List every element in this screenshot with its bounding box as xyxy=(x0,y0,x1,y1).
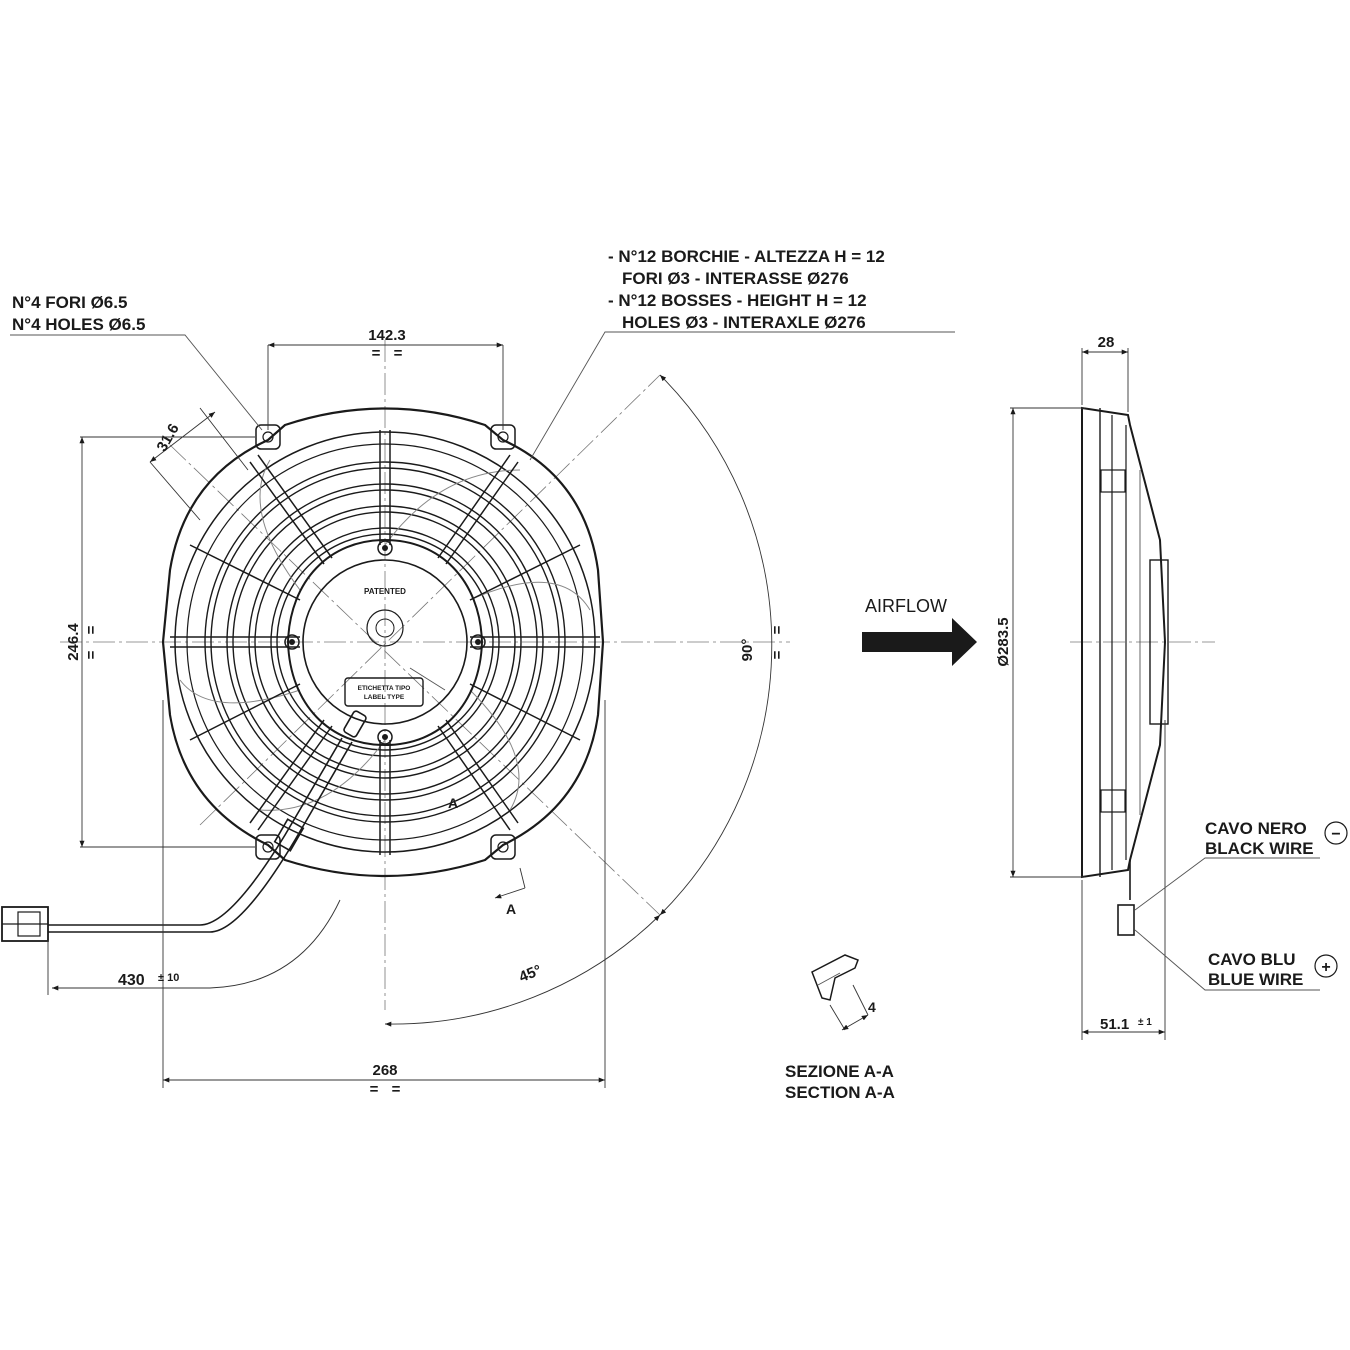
fan-frame xyxy=(161,407,605,878)
fan-blades xyxy=(179,459,591,811)
angle-90: 90° xyxy=(739,639,756,662)
section-title-it: SEZIONE A-A xyxy=(785,1062,894,1081)
note-bosses-it-1: - N°12 BORCHIE - ALTEZZA H = 12 xyxy=(608,247,885,266)
guard-rings xyxy=(204,461,566,823)
dim-cable-tolerance: ± 10 xyxy=(158,972,179,984)
connector xyxy=(1,906,49,942)
section-title-en: SECTION A-A xyxy=(785,1083,895,1102)
patented-text: PATENTED xyxy=(364,587,406,596)
section-mark-a-upper: A xyxy=(448,795,458,811)
section-line-a xyxy=(494,867,526,899)
note-holes-it: N°4 FORI Ø6.5 xyxy=(12,293,127,312)
equal-mark-top-1: = xyxy=(372,345,381,362)
equal-mark-bottom-2: = xyxy=(392,1081,401,1098)
plus-symbol: + xyxy=(1321,959,1330,976)
label-type-en: LABEL TYPE xyxy=(364,694,405,701)
label-type-it: ETICHETTA TIPO xyxy=(358,685,411,692)
cable xyxy=(48,710,367,933)
note-bosses-en-1: - N°12 BOSSES - HEIGHT H = 12 xyxy=(608,291,867,310)
type-label-plate xyxy=(344,677,424,707)
dim-slot-value: 31.6 xyxy=(153,421,182,455)
black-wire-en: BLACK WIRE xyxy=(1205,839,1314,858)
airflow-arrow-icon xyxy=(862,618,977,666)
dim-142-3 xyxy=(267,342,504,430)
note-bosses-it-2: FORI Ø3 - INTERASSE Ø276 xyxy=(622,269,849,288)
equal-mark-right-2: = xyxy=(769,650,786,659)
dim-top-value: 142.3 xyxy=(368,327,406,344)
side-dim-overall: 51.1 xyxy=(1100,1016,1129,1033)
dim-left-value: 246.4 xyxy=(65,623,82,661)
angle-45: 45° xyxy=(517,962,544,986)
side-dim-diameter: Ø283.5 xyxy=(995,617,1012,666)
section-mark-a-lower: A xyxy=(506,901,516,917)
angle-arcs xyxy=(384,374,773,1027)
plus-circle xyxy=(1314,954,1338,978)
dim-246-4 xyxy=(79,436,255,848)
equal-mark-left-2: = xyxy=(83,650,100,659)
side-view xyxy=(1010,348,1348,1040)
section-a-a xyxy=(811,954,869,1031)
diagonal-center-line-1 xyxy=(199,374,661,826)
black-wire-it: CAVO NERO xyxy=(1205,819,1307,838)
equal-mark-top-2: = xyxy=(394,345,403,362)
section-dim-value: 4 xyxy=(868,999,876,1015)
blue-wire-it: CAVO BLU xyxy=(1208,950,1296,969)
front-view: PATENTED ETICHETTA TIPO LABEL TYPE 142.3… xyxy=(1,247,955,1098)
note-leaders xyxy=(10,331,955,461)
equal-mark-bottom-1: = xyxy=(370,1081,379,1098)
dim-430 xyxy=(47,899,341,995)
side-connector xyxy=(1117,904,1135,936)
note-bosses-en-2: HOLES Ø3 - INTERAXLE Ø276 xyxy=(622,313,866,332)
dim-bottom-value: 268 xyxy=(372,1062,397,1079)
airflow-label: AIRFLOW xyxy=(865,596,947,616)
blue-wire-en: BLUE WIRE xyxy=(1208,970,1303,989)
side-dim-overall-tolerance: ± 1 xyxy=(1138,1017,1152,1028)
note-holes-en: N°4 HOLES Ø6.5 xyxy=(12,315,145,334)
equal-mark-right-1: = xyxy=(769,625,786,634)
guard-spokes xyxy=(170,430,600,855)
dim-cable-value: 430 xyxy=(118,972,145,989)
minus-circle xyxy=(1324,821,1348,845)
side-dim-depth: 28 xyxy=(1098,334,1115,351)
dim-268 xyxy=(162,700,606,1088)
airflow-indicator xyxy=(862,618,977,666)
diagonal-center-line-2 xyxy=(169,444,661,916)
equal-mark-left-1: = xyxy=(83,625,100,634)
minus-symbol: − xyxy=(1331,826,1340,843)
motor-hub xyxy=(284,538,486,747)
